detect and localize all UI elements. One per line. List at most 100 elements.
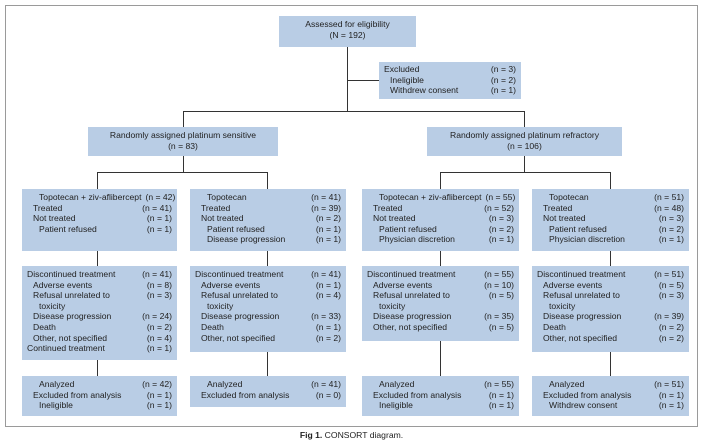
- eligibility-count: (N = 192): [329, 29, 366, 40]
- row-count: (n = 1): [146, 400, 172, 411]
- row-label: Treated: [543, 202, 573, 213]
- row-count: (n = 1): [658, 234, 684, 245]
- flow-row: Analyzed(n = 55): [367, 379, 514, 390]
- excluded-row: Withdrew consent(n = 1): [390, 85, 516, 96]
- connector-line: [267, 352, 268, 376]
- row-count: (n = 1): [146, 343, 172, 354]
- row-label: Other, not specified: [33, 332, 108, 343]
- platinum-refractory-title: Randomly assigned platinum refractory: [449, 130, 600, 140]
- row-count: (n = 39): [654, 311, 684, 322]
- row-label: Disease progression: [201, 311, 280, 322]
- flow-row: Patient refused(n = 2): [537, 224, 684, 235]
- row-label: Not treated: [201, 213, 244, 224]
- row-label: toxicity: [379, 300, 406, 311]
- flow-row: Topotecan + ziv-aflibercept(n = 42): [27, 192, 175, 203]
- flow-row: Topotecan + ziv-aflibercept(n = 55): [367, 192, 515, 203]
- row-label: Discontinued treatment: [195, 269, 284, 279]
- figure-caption-text: CONSORT diagram.: [324, 430, 404, 440]
- row-count: (n = 3): [488, 213, 514, 224]
- row-count: (n = 0): [315, 389, 341, 400]
- flow-row: toxicity: [367, 301, 514, 312]
- flow-row: Continued treatment (n = 1): [27, 343, 172, 354]
- row-count: (n = 42): [142, 379, 172, 389]
- row-count: (n = 39): [311, 202, 341, 213]
- row-label: Physician discretion: [549, 234, 625, 245]
- arm3-allocation-box: Topotecan + ziv-aflibercept(n = 55)Treat…: [362, 189, 519, 251]
- flow-row: Discontinued treatment(n = 55): [367, 269, 514, 280]
- row-count: (n = 41): [142, 269, 172, 279]
- connector-line: [267, 251, 268, 266]
- row-count: (n = 1): [146, 223, 172, 234]
- row-count: (n = 10): [484, 279, 514, 290]
- diagram-frame: [5, 5, 698, 427]
- row-count: (n = 1): [315, 321, 341, 332]
- row-label: Patient refused: [39, 223, 97, 234]
- row-count: (n = 1): [315, 234, 341, 245]
- flow-row: Death(n = 2): [27, 322, 172, 333]
- row-label: Ineligible: [379, 400, 413, 411]
- arm3-discontinued-box: Discontinued treatment(n = 55)Adverse ev…: [362, 266, 519, 341]
- row-count: [510, 301, 514, 312]
- row-label: Topotecan: [207, 192, 247, 202]
- flow-row: Disease progression (n = 33): [195, 311, 341, 322]
- row-count: (n = 8): [146, 279, 172, 290]
- flow-row: Other, not specified(n = 5): [367, 322, 514, 333]
- row-label: Not treated: [33, 213, 76, 224]
- row-label: Discontinued treatment: [367, 269, 456, 279]
- row-count: (n = 2): [315, 213, 341, 224]
- row-label: Continued treatment: [27, 343, 105, 354]
- flow-row: Ineligible(n = 1): [27, 400, 172, 411]
- flow-row: Disease progression(n = 1): [195, 234, 341, 245]
- row-count: (n = 41): [142, 202, 172, 213]
- flow-row: Not treated(n = 3): [537, 213, 684, 224]
- row-label: Discontinued treatment: [27, 269, 116, 279]
- flow-row: Patient refused (n = 1): [27, 224, 172, 235]
- flow-row: Adverse events(n = 1): [195, 280, 341, 291]
- flow-row: Analyzed(n = 51): [537, 379, 684, 390]
- row-label: Adverse events: [33, 279, 93, 290]
- row-label: toxicity: [549, 300, 576, 311]
- row-count: (n = 35): [484, 311, 514, 322]
- connector-line: [97, 172, 98, 189]
- excluded-row: Ineligible(n = 2): [390, 74, 516, 85]
- row-count: (n = 1): [488, 234, 514, 245]
- row-label: Other, not specified: [373, 321, 448, 332]
- row-count: (n = 1): [315, 223, 341, 234]
- row-count: (n = 24): [142, 311, 172, 322]
- row-label: Analyzed: [549, 379, 585, 389]
- platinum-refractory-count: (n = 106): [507, 140, 542, 151]
- row-label: Disease progression: [373, 311, 452, 322]
- arm3-analyzed-box: Analyzed(n = 55)Excluded from analysis(n…: [362, 376, 519, 416]
- row-count: (n = 5): [488, 290, 514, 301]
- row-label: Adverse events: [373, 279, 433, 290]
- flow-row: Death(n = 1): [195, 322, 341, 333]
- row-count: (n = 1): [658, 389, 684, 400]
- row-count: (n = 33): [311, 311, 341, 322]
- connector-line: [440, 172, 611, 173]
- connector-line: [183, 111, 184, 127]
- platinum-sensitive-box: Randomly assigned platinum sensitive (n …: [88, 127, 278, 156]
- flow-row: Withdrew consent(n = 1): [537, 400, 684, 411]
- row-label: Not treated: [543, 213, 586, 224]
- connector-line: [97, 172, 268, 173]
- figure-label: Fig 1.: [299, 430, 323, 440]
- flow-row: Disease progression(n = 24): [27, 311, 172, 322]
- row-count: [680, 301, 684, 312]
- row-count: (n = 55): [484, 379, 514, 389]
- flow-row: Not treated(n = 1): [27, 213, 172, 224]
- row-label: Excluded from analysis: [33, 389, 122, 400]
- row-count: (n = 2): [658, 223, 684, 234]
- flow-row: Refusal unrelated to(n = 4): [195, 290, 341, 301]
- arm4-analyzed-box: Analyzed(n = 51)Excluded from analysis(n…: [532, 376, 689, 416]
- row-label: Refusal unrelated to: [33, 290, 110, 301]
- row-count: (n = 41): [311, 269, 341, 279]
- flow-row: Refusal unrelated to(n = 3): [537, 290, 684, 301]
- flow-row: Discontinued treatment (n = 41): [27, 269, 172, 280]
- connector-line: [183, 156, 184, 173]
- row-count: (n = 2): [658, 321, 684, 332]
- row-label: toxicity: [207, 300, 234, 311]
- row-count: (n = 3): [658, 290, 684, 301]
- row-label: Disease progression: [543, 311, 622, 322]
- flow-row: Treated(n = 48): [537, 203, 684, 214]
- flow-row: Treated(n = 39): [195, 203, 341, 214]
